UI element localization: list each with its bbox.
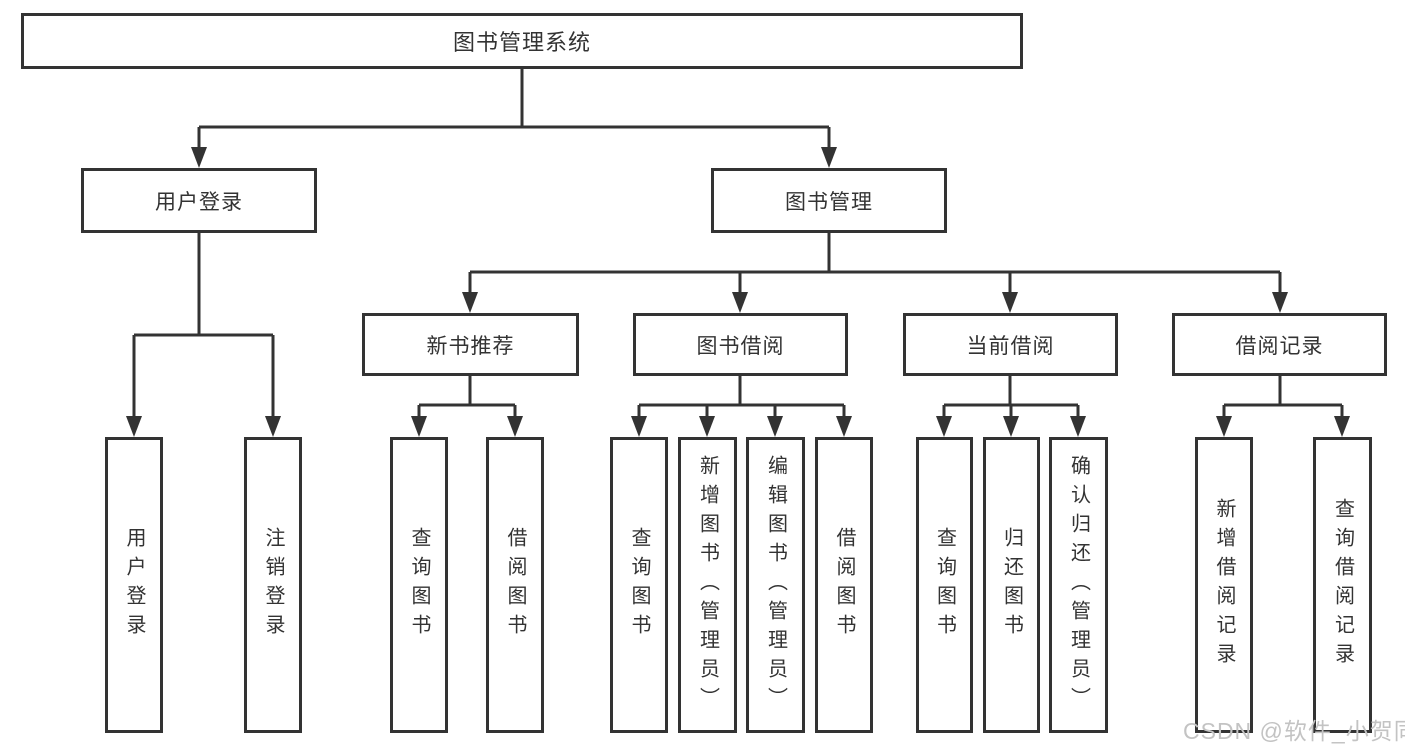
node-label: 借阅图书 [504,527,526,643]
node-label: 查询图书 [408,527,430,643]
node-add-borrow-record: 新增借阅记录 [1195,437,1253,733]
node-borrowing-records: 借阅记录 [1172,313,1387,376]
node-user-login-action: 用户登录 [105,437,163,733]
node-add-books-admin: 新增图书（管理员） [678,437,737,733]
node-current-borrowing: 当前借阅 [903,313,1118,376]
node-label: 借阅图书 [833,527,855,643]
node-borrow-books-recommend: 借阅图书 [486,437,544,733]
csdn-watermark: CSDN @软件_小贺同学 [1183,718,1405,744]
node-label: 图书管理系统 [452,30,591,55]
node-edit-books-admin: 编辑图书（管理员） [746,437,805,733]
node-borrow-books-borrowing: 借阅图书 [815,437,873,733]
node-logout-action: 注销登录 [244,437,302,733]
node-query-books-current: 查询图书 [916,437,973,733]
node-label: 注销登录 [262,527,284,643]
node-query-borrow-record: 查询借阅记录 [1313,437,1372,733]
node-label: 当前借阅 [966,334,1055,358]
node-new-book-recommend: 新书推荐 [362,313,579,376]
node-label: 图书管理 [785,190,873,214]
node-label: 用户登录 [155,190,243,214]
node-label: 确认归还（管理员） [1067,454,1090,716]
node-label: 新书推荐 [426,334,515,358]
node-label: 图书借阅 [696,334,785,358]
node-query-books-borrowing: 查询图书 [610,437,668,733]
node-book-management: 图书管理 [711,168,947,233]
node-label: 新增图书（管理员） [696,454,719,716]
node-label: 借阅记录 [1235,334,1324,358]
node-query-books-recommend: 查询图书 [390,437,448,733]
node-label: 用户登录 [123,527,145,643]
node-label: 查询图书 [628,527,650,643]
node-user-login: 用户登录 [81,168,317,233]
node-library-system: 图书管理系统 [21,13,1023,69]
node-label: 查询借阅记录 [1331,498,1354,672]
node-book-borrowing: 图书借阅 [633,313,848,376]
node-label: 归还图书 [1000,527,1023,643]
node-label: 查询图书 [933,527,956,643]
node-label: 编辑图书（管理员） [764,454,787,716]
node-label: 新增借阅记录 [1213,498,1235,672]
node-confirm-return-admin: 确认归还（管理员） [1049,437,1108,733]
node-return-books: 归还图书 [983,437,1040,733]
